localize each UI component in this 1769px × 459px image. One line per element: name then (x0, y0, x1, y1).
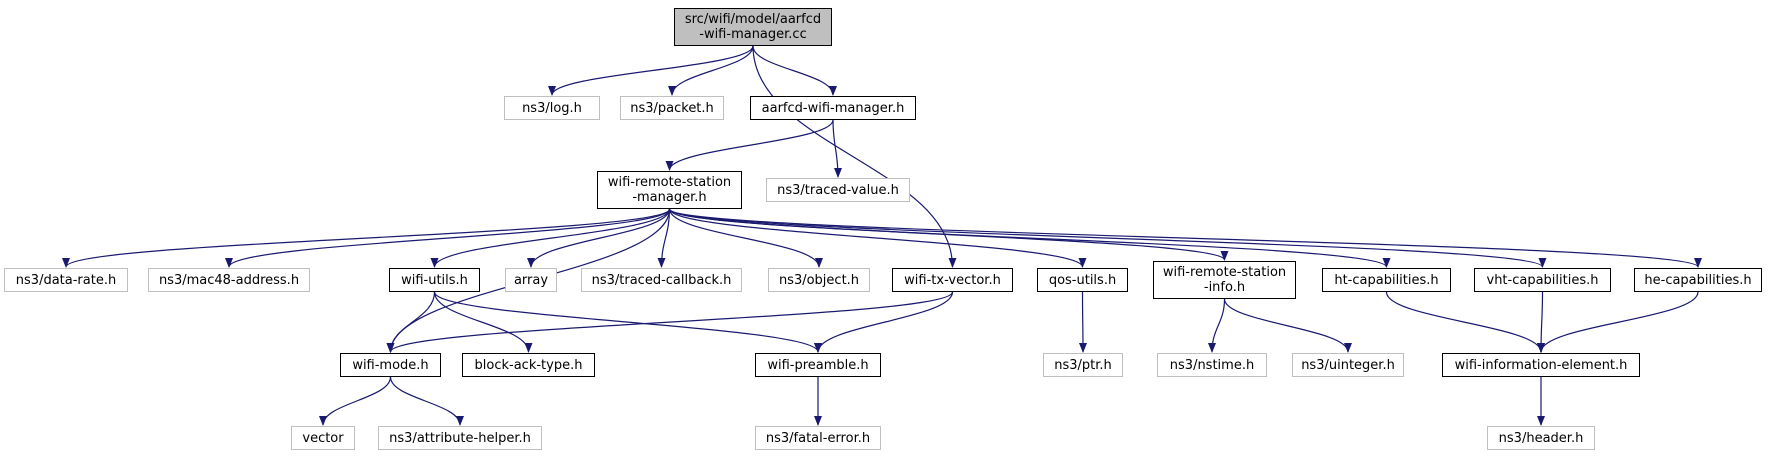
node-ns3-log-h[interactable]: ns3/log.h (504, 96, 600, 120)
edge-wrsi-to-uinteger (1223, 298, 1352, 353)
node-ht-capabilities-h[interactable]: ht-capabilities.h (1322, 268, 1451, 292)
edge-wifi_mode-to-attr_helper (389, 376, 464, 426)
node-ns3-header-h[interactable]: ns3/header.h (1487, 426, 1595, 450)
edge-wrsi-to-nstime (1208, 298, 1226, 353)
node-qos-utils-h[interactable]: qos-utils.h (1037, 268, 1128, 292)
node-wifi-tx-vector-h[interactable]: wifi-tx-vector.h (892, 268, 1013, 292)
node-wifi-mode-h[interactable]: wifi-mode.h (340, 353, 441, 377)
node-array[interactable]: array (505, 268, 557, 292)
edge-wrsm-to-traced_callback (657, 208, 671, 268)
edge-he_cap-to-wie (1537, 291, 1699, 353)
node-he-capabilities-h[interactable]: he-capabilities.h (1634, 268, 1762, 292)
node-wifi-remote-station-info-h[interactable]: wifi-remote-station -info.h (1153, 261, 1296, 299)
edge-wrsm-to-wifi_utils (430, 208, 671, 268)
node-ns3-traced-value-h[interactable]: ns3/traced-value.h (766, 178, 910, 202)
edge-root-to-wifi_tx_vector (752, 45, 957, 268)
edge-wifi_mode-to-vector (319, 376, 392, 426)
edge-aarfcd-to-wrsm (665, 119, 834, 171)
edge-ht_cap-to-wie (1385, 291, 1545, 353)
edge-wrsm-to-mac48 (225, 208, 671, 268)
node-aarfcd-wifi-manager-cc[interactable]: src/wifi/model/aarfcd -wifi-manager.cc (674, 8, 832, 46)
edge-wrsm-to-vht_cap (668, 208, 1547, 268)
node-ns3-uinteger-h[interactable]: ns3/uinteger.h (1292, 353, 1404, 377)
node-ns3-object-h[interactable]: ns3/object.h (768, 268, 870, 292)
edge-aarfcd-to-traced_value (832, 119, 842, 178)
edge-wrsm-to-data_rate (62, 208, 671, 268)
node-ns3-nstime-h[interactable]: ns3/nstime.h (1157, 353, 1267, 377)
edge-wifi_utils-to-block_ack (433, 291, 533, 353)
edge-root-to-packet (668, 45, 754, 96)
node-ns3-attribute-helper-h[interactable]: ns3/attribute-helper.h (378, 426, 542, 450)
node-ns3-data-rate-h[interactable]: ns3/data-rate.h (4, 268, 128, 292)
edge-wifi_utils-to-wifi_preamble (433, 291, 822, 353)
node-vht-capabilities-h[interactable]: vht-capabilities.h (1474, 268, 1611, 292)
node-wifi-utils-h[interactable]: wifi-utils.h (389, 268, 480, 292)
node-ns3-packet-h[interactable]: ns3/packet.h (620, 96, 724, 120)
node-block-ack-type-h[interactable]: block-ack-type.h (462, 353, 595, 377)
edge-wrsm-to-ht_cap (668, 208, 1391, 268)
edge-vht_cap-to-wie (1537, 291, 1546, 353)
node-wifi-preamble-h[interactable]: wifi-preamble.h (755, 353, 881, 377)
edge-root-to-aarfcd (752, 45, 837, 96)
edge-wrsm-to-qos_utils (668, 208, 1087, 268)
node-ns3-traced-callback-h[interactable]: ns3/traced-callback.h (581, 268, 742, 292)
node-ns3-mac48-address-h[interactable]: ns3/mac48-address.h (148, 268, 310, 292)
node-vector[interactable]: vector (291, 426, 355, 450)
edge-qos_utils-to-ptr (1078, 291, 1087, 353)
edge-root-to-log (548, 45, 754, 96)
edge-wrsm-to-array (527, 208, 671, 268)
node-aarfcd-wifi-manager-h[interactable]: aarfcd-wifi-manager.h (750, 96, 916, 120)
node-ns3-fatal-error-h[interactable]: ns3/fatal-error.h (755, 426, 881, 450)
node-wifi-information-element-h[interactable]: wifi-information-element.h (1442, 353, 1640, 377)
node-ns3-ptr-h[interactable]: ns3/ptr.h (1043, 353, 1123, 377)
edge-wifi_tx_vector-to-wifi_mode (386, 291, 954, 353)
node-wifi-remote-station-manager-h[interactable]: wifi-remote-station -manager.h (597, 171, 742, 209)
edge-wrsm-to-he_cap (668, 208, 1702, 268)
edge-wifi_tx_vector-to-wifi_preamble (814, 291, 954, 353)
edge-wrsm-to-object (668, 208, 823, 268)
